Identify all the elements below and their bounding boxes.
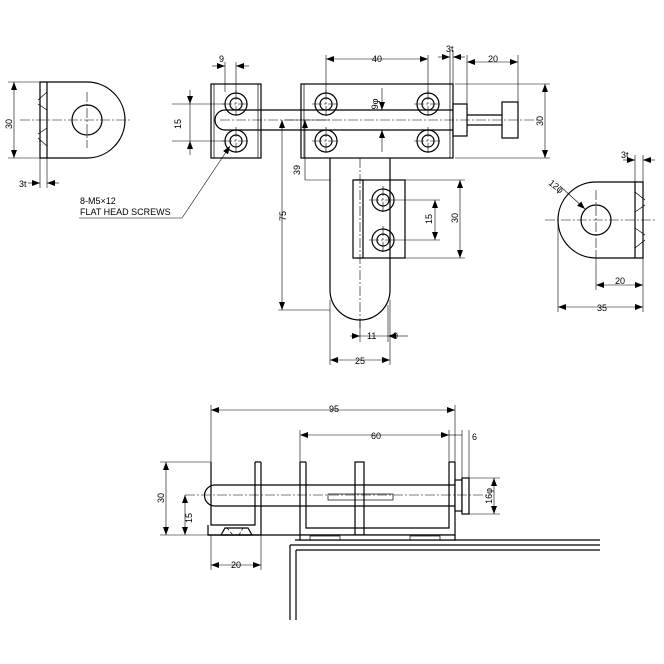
screw-spec-label: 8-M5×12: [80, 196, 116, 206]
right-view-offset-label: 20: [615, 276, 625, 286]
keeper-hole-spacing-label: 15: [424, 214, 434, 224]
left-view-height-label: 30: [4, 119, 14, 129]
right-view-hole-label: 12φ: [547, 178, 566, 196]
left-end-view: 30 3t: [4, 81, 130, 189]
hole-spacing-label: 15: [173, 119, 183, 129]
top-view-bolt-assembly: 9 15 40 3t 20 30 9φ: [172, 44, 550, 366]
right-view-width-label: 35: [597, 303, 607, 313]
screw-heads: [224, 92, 440, 252]
handle-length-label: 75: [278, 211, 288, 221]
handle-total-width-label: 25: [355, 356, 365, 366]
handle-width-a-label: 11: [367, 331, 376, 341]
bolt-diameter-label: 9φ: [370, 98, 380, 109]
side-knob-diameter-label: 16φ: [484, 488, 494, 504]
plate-width-label: 9: [219, 54, 224, 64]
bolt-plate-thickness-label: 3t: [446, 44, 454, 54]
keeper-height-label: 30: [450, 213, 460, 223]
bolt-end-length-label: 20: [488, 54, 498, 64]
side-bolt-height-label: 15: [184, 513, 194, 523]
side-plate-length-label: 60: [371, 431, 381, 441]
screw-type-label: FLAT HEAD SCREWS: [80, 207, 171, 217]
handle-offset-label: 39: [292, 165, 302, 175]
bolt-plate-length-label: 40: [372, 54, 382, 64]
side-view: 95 60 6 30 15 16φ 20: [156, 404, 600, 620]
right-view-thickness-label: 3t: [621, 150, 629, 160]
left-view-thickness-label: 3t: [19, 179, 27, 189]
bolt-plate-height-label: 30: [535, 116, 545, 126]
right-end-view: 3t 12φ 20 35: [545, 150, 655, 313]
side-end-thickness-label: 6: [472, 432, 477, 442]
side-height-label: 30: [156, 493, 166, 503]
screw-callout: 8-M5×12 FLAT HEAD SCREWS: [79, 145, 231, 219]
handle-width-b-label: 9: [393, 331, 398, 341]
side-overall-length-label: 95: [329, 404, 339, 414]
side-base-width-label: 20: [231, 560, 241, 570]
